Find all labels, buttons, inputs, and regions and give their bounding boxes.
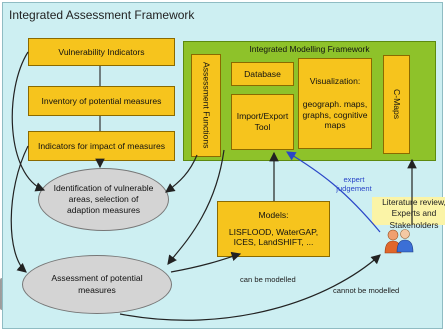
can-be-modelled-label: can be modelled (240, 275, 296, 284)
framework-title: Integrated Modelling Framework (249, 44, 370, 54)
identification-ellipse: Identification of vulnerable areas, sele… (38, 168, 169, 231)
models-title: Models: (258, 209, 289, 220)
models-body: LISFLOOD, WaterGAP, ICES, LandSHIFT, ... (228, 226, 319, 248)
people-icon (384, 228, 414, 254)
vulnerability-to-identification-arrow (11, 51, 46, 192)
functions-to-identification-arrow (165, 154, 198, 193)
visualization-box: Visualization: geograph. maps, graphs, c… (298, 58, 372, 149)
cannot-be-modelled-arrow (119, 254, 381, 321)
assessment-ellipse: Assessment of potential measures (22, 255, 172, 314)
cmaps-label: C-Maps (391, 89, 402, 120)
cmaps-box: C-Maps (383, 55, 410, 154)
inventory-measures-box: Inventory of potential measures (28, 86, 175, 116)
import-export-tool-box: Import/Export Tool (231, 94, 294, 150)
functions-to-assessment-arrow (167, 149, 225, 265)
impact-to-assessment-arrow (10, 145, 29, 273)
cannot-be-modelled-label: cannot be modelled (333, 286, 400, 295)
visualization-title: Visualization: (309, 76, 361, 87)
assessment-functions-box: Assessment Functions (191, 54, 221, 157)
literature-review-note: Literature review, Experts and Stakehold… (372, 197, 445, 230)
assessment-functions-label: Assessment Functions (201, 62, 212, 149)
vulnerability-indicators-box: Vulnerability Indicators (28, 38, 175, 66)
database-box: Database (231, 62, 294, 86)
impact-indicators-box: Indicators for impact of measures (28, 131, 175, 161)
expert-judgement-label: expert judgement (336, 175, 372, 194)
expert-judgement-arrow (285, 151, 381, 233)
models-box: Models: LISFLOOD, WaterGAP, ICES, LandSH… (217, 201, 330, 257)
assessment-to-models-arrow (170, 251, 242, 273)
visualization-body: geograph. maps, graphs, cognitive maps (302, 98, 368, 131)
diagram-title: Integrated Assessment Framework (9, 8, 195, 22)
